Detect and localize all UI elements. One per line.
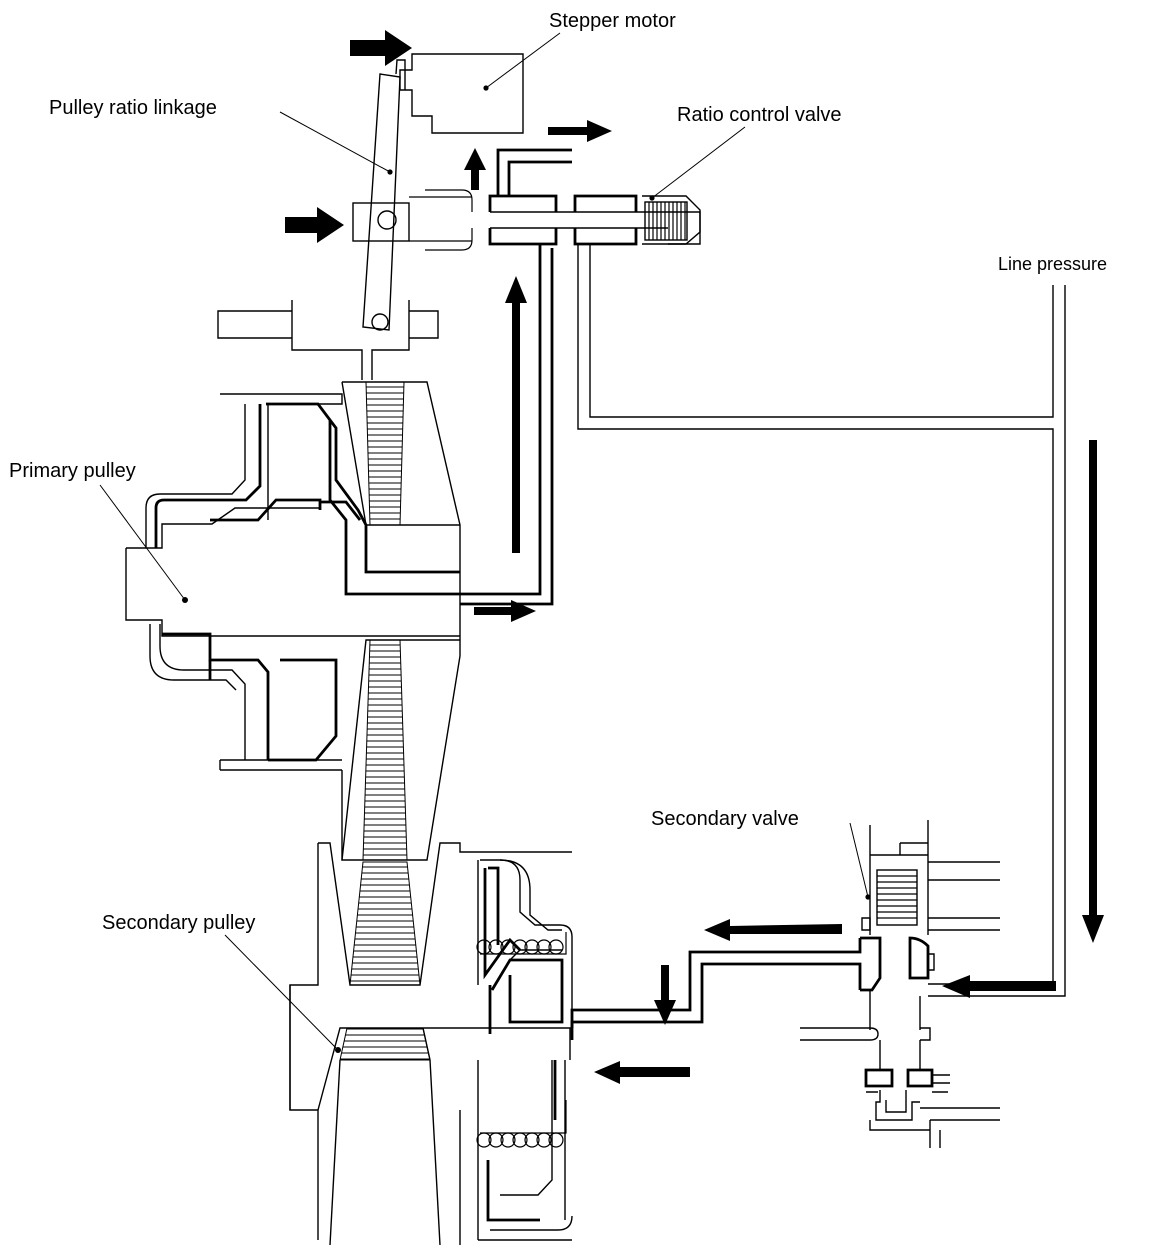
label-secondary-valve: Secondary valve — [651, 808, 799, 830]
arrow-right-middle — [474, 600, 536, 622]
primary-feed-passage — [328, 244, 554, 606]
arrow-left-upper — [704, 919, 842, 941]
secondary-pulley — [289, 842, 573, 1246]
arrow-down-short — [654, 965, 676, 1025]
arrow-up-small — [464, 148, 486, 190]
label-secondary-pulley: Secondary pulley — [102, 912, 255, 934]
primary-pulley — [125, 381, 461, 861]
arrow-right-top — [350, 30, 412, 66]
arrow-right-drain — [548, 120, 612, 142]
stepper-motor — [399, 53, 524, 134]
linkage-base — [217, 300, 439, 380]
pulley-ratio-linkage — [352, 59, 410, 331]
arrow-right-linkage — [285, 207, 344, 243]
label-ratio-control-valve: Ratio control valve — [677, 104, 842, 126]
arrow-left-line — [942, 975, 1056, 998]
secondary-spring-upper — [476, 932, 567, 955]
arrow-left-lower — [594, 1061, 690, 1084]
line-pressure-passage — [577, 244, 1066, 997]
label-line-pressure: Line pressure — [998, 254, 1107, 274]
labels: Stepper motor Pulley ratio linkage Ratio… — [9, 10, 1107, 934]
label-stepper-motor: Stepper motor — [549, 10, 676, 32]
arrow-down-long — [1082, 440, 1104, 943]
ratio-control-valve — [409, 148, 701, 251]
secondary-feed-passage — [570, 938, 862, 1040]
leader-lines — [99, 32, 871, 1053]
flow-arrows — [285, 30, 1104, 1084]
label-primary-pulley: Primary pulley — [9, 460, 136, 482]
arrow-up-long — [505, 276, 527, 553]
secondary-valve — [800, 820, 1000, 1148]
label-pulley-ratio-linkage: Pulley ratio linkage — [49, 97, 217, 119]
secondary-spring-lower — [476, 1100, 567, 1148]
